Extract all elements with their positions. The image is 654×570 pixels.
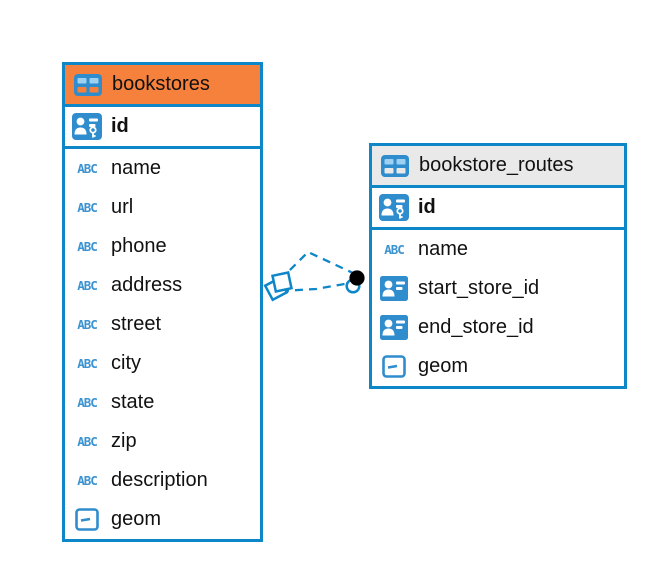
column-label: end_store_id <box>418 316 534 338</box>
column-row[interactable]: ABC state <box>65 383 260 422</box>
column-row[interactable]: geom <box>65 500 260 539</box>
column-row[interactable]: ABC name <box>65 149 260 188</box>
foreign-key-icon <box>379 315 409 340</box>
column-label: url <box>111 196 134 218</box>
text-type-icon: ABC <box>77 278 98 293</box>
column-row[interactable]: ABC phone <box>65 227 260 266</box>
column-label: name <box>111 157 162 179</box>
column-row[interactable]: ABC url <box>65 188 260 227</box>
table-header-bookstore-routes[interactable]: bookstore_routes <box>372 146 624 188</box>
table-icon <box>73 73 103 96</box>
relationship-target-marker <box>345 270 365 294</box>
column-row[interactable]: ABC street <box>65 305 260 344</box>
column-list: ABC name ABC url ABC phone ABC address A… <box>65 149 260 539</box>
relationship-line <box>280 281 351 293</box>
column-row-pk[interactable]: id <box>372 188 624 230</box>
column-label: id <box>418 196 436 218</box>
primary-key-icon <box>72 113 102 140</box>
column-row[interactable]: ABC address <box>65 266 260 305</box>
text-type-icon: ABC <box>77 473 98 488</box>
foreign-key-icon <box>379 276 409 301</box>
column-row[interactable]: ABC zip <box>65 422 260 461</box>
column-label: start_store_id <box>418 277 540 299</box>
entity-table-bookstore-routes[interactable]: bookstore_routes id ABC name <box>369 143 627 389</box>
column-label: name <box>418 238 469 260</box>
relationship-connector[interactable] <box>256 233 378 313</box>
text-type-icon: ABC <box>384 242 405 257</box>
column-label: street <box>111 313 162 335</box>
relationship-line <box>279 250 354 281</box>
column-row[interactable]: geom <box>372 347 624 386</box>
text-type-icon: ABC <box>77 356 98 371</box>
geometry-type-icon <box>379 355 409 378</box>
text-type-icon: ABC <box>77 317 98 332</box>
column-row[interactable]: ABC description <box>65 461 260 500</box>
text-type-icon: ABC <box>77 239 98 254</box>
column-label: address <box>111 274 183 296</box>
relationship-source-marker <box>263 271 293 302</box>
table-title: bookstore_routes <box>419 154 574 176</box>
column-label: geom <box>111 508 162 530</box>
text-type-icon: ABC <box>77 200 98 215</box>
column-list: ABC name start_store_id <box>372 230 624 386</box>
column-label: id <box>111 115 129 137</box>
column-label: city <box>111 352 141 374</box>
column-label: state <box>111 391 155 413</box>
column-row[interactable]: end_store_id <box>372 308 624 347</box>
table-header-bookstores[interactable]: bookstores <box>65 65 260 107</box>
column-row[interactable]: start_store_id <box>372 269 624 308</box>
column-label: description <box>111 469 208 491</box>
text-type-icon: ABC <box>77 395 98 410</box>
column-label: zip <box>111 430 137 452</box>
text-type-icon: ABC <box>77 434 98 449</box>
table-title: bookstores <box>112 73 210 95</box>
column-label: geom <box>418 355 469 377</box>
entity-table-bookstores[interactable]: bookstores id ABC name ABC url <box>62 62 263 542</box>
primary-key-icon <box>379 194 409 221</box>
column-row-pk[interactable]: id <box>65 107 260 149</box>
geometry-type-icon <box>72 508 102 531</box>
text-type-icon: ABC <box>77 161 98 176</box>
column-row[interactable]: ABC name <box>372 230 624 269</box>
table-icon <box>380 154 410 177</box>
column-row[interactable]: ABC city <box>65 344 260 383</box>
column-label: phone <box>111 235 167 257</box>
